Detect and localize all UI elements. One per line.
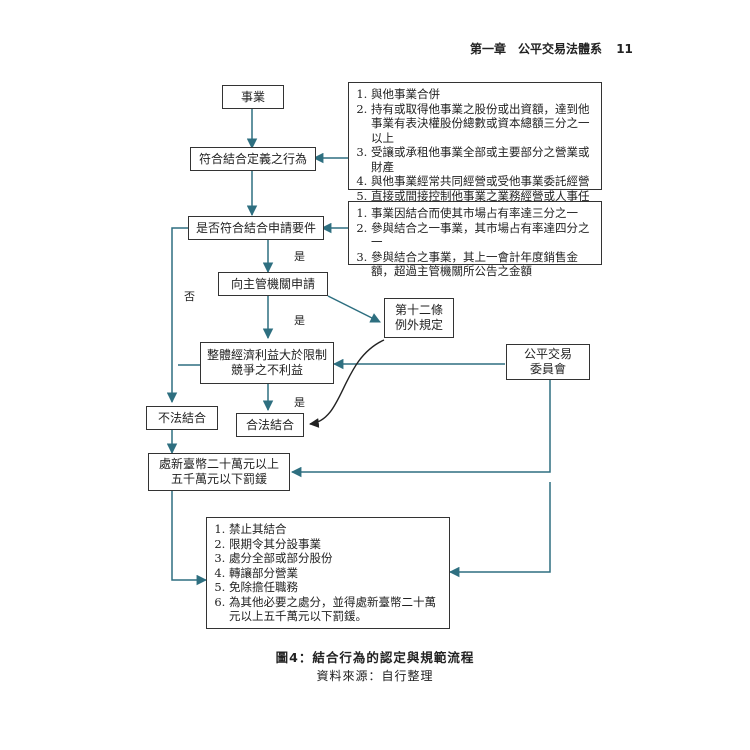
- list-item: 為其他必要之處分，並得處新臺幣二十萬元以上五千萬元以下罰鍰。: [229, 595, 443, 624]
- label-yes-filing: 是: [294, 250, 305, 263]
- page-number: 11: [616, 42, 633, 56]
- arrow-ftc-to-remedies-path: [448, 482, 551, 578]
- list-item: 事業因結合而使其市場占有率達三分之一: [371, 206, 595, 221]
- arrow-apply-to-article12: [327, 295, 381, 323]
- node-filing-required: 是否符合結合申請要件: [188, 216, 324, 240]
- node-illegal-merger: 不法結合: [146, 406, 218, 430]
- node-article-12: 第十二條 例外規定: [384, 298, 454, 338]
- list-item: 免除擔任職務: [229, 580, 443, 595]
- arrow-ftc-to-fine-path: [290, 379, 551, 478]
- page-header: 第一章 公平交易法體系 11: [470, 40, 633, 57]
- label-no-filing: 否: [184, 290, 195, 303]
- list-filing-thresholds: 事業因結合而使其市場占有率達三分之一 參與結合之一事業，其市場占有率達四分之一 …: [348, 201, 602, 278]
- list-item: 參與結合之一事業，其市場占有率達四分之一: [371, 221, 595, 250]
- list-merger-types: 與他事業合併 持有或取得他事業之股份或出資額，達到他事業有表決權股份總數或資本總…: [348, 82, 602, 217]
- node-apply-authority: 向主管機關申請: [218, 272, 328, 296]
- node-merger-definition: 符合結合定義之行為: [190, 147, 316, 171]
- node-business: 事業: [222, 85, 284, 109]
- node-fine: 處新臺幣二十萬元以上 五千萬元以下罰鍰: [148, 453, 290, 491]
- list-item: 轉讓部分營業: [229, 566, 443, 581]
- list-item: 受讓或承租他事業全部或主要部分之營業或財產: [371, 145, 595, 174]
- figure-caption: 圖4：結合行為的認定與規範流程: [275, 650, 475, 665]
- list-item: 參與結合之事業，其上一會計年度銷售金額，超過主管機關所公告之金額: [371, 250, 595, 279]
- list-remedies: 禁止其結合 限期令其分設事業 處分全部或部分股份 轉讓部分營業 免除擔任職務 為…: [206, 517, 450, 629]
- label-yes-apply: 是: [294, 314, 305, 327]
- node-fair-trade-commission: 公平交易 委員會: [506, 344, 590, 380]
- list-item: 限期令其分設事業: [229, 537, 443, 552]
- label-yes-benefit: 是: [294, 396, 305, 409]
- arrow-fine-to-remedies-path: [171, 490, 208, 586]
- list-item: 處分全部或部分股份: [229, 551, 443, 566]
- arrow-article12-to-legal: [309, 339, 385, 428]
- figure-source: 資料來源：自行整理: [316, 669, 434, 683]
- list-item: 與他事業合併: [371, 87, 595, 102]
- list-item: 持有或取得他事業之股份或出資額，達到他事業有表決權股份總數或資本總額三分之一以上: [371, 102, 595, 146]
- chapter-title: 第一章 公平交易法體系: [470, 42, 603, 56]
- list-item: 與他事業經常共同經營或受他事業委託經營: [371, 174, 595, 189]
- list-item: 禁止其結合: [229, 522, 443, 537]
- node-economic-benefit: 整體經濟利益大於限制 競爭之不利益: [200, 342, 334, 384]
- node-legal-merger: 合法結合: [236, 413, 304, 437]
- arrow-filing-no-path: [166, 227, 188, 404]
